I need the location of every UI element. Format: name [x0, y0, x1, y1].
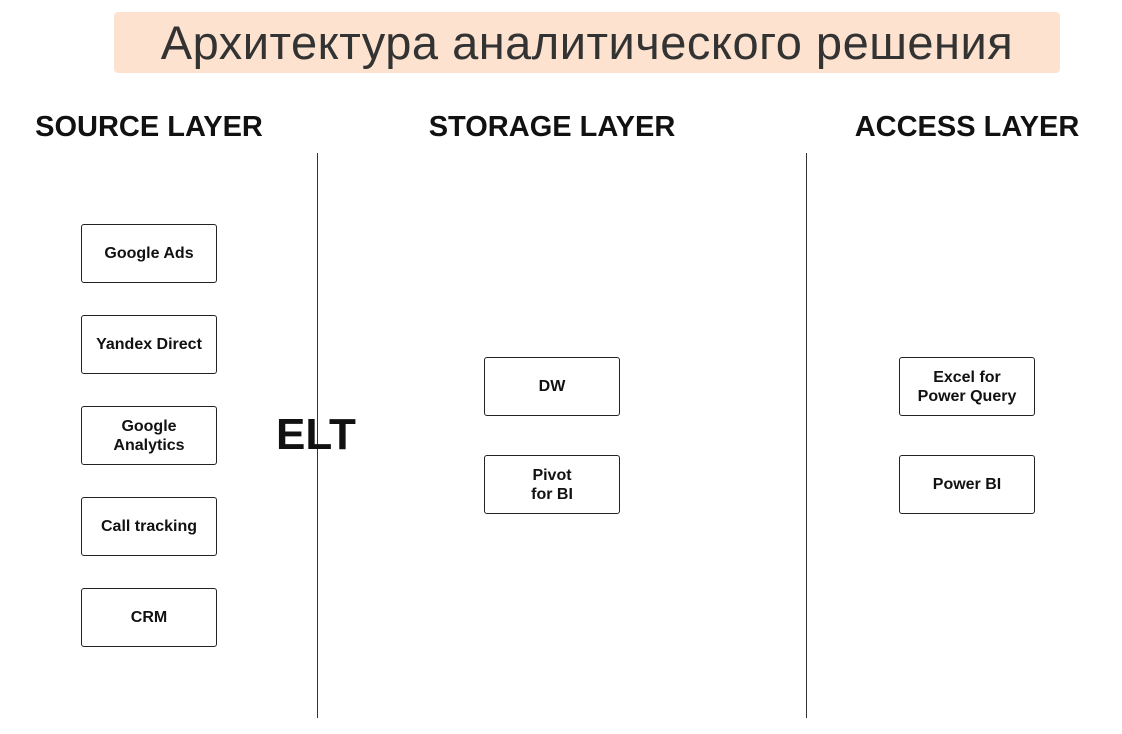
source-node-call-tracking: Call tracking [81, 497, 217, 556]
node-label: Google Ads [104, 245, 194, 262]
storage-layer-heading: STORAGE LAYER [428, 111, 676, 143]
source-node-yandex-direct: Yandex Direct [81, 315, 217, 374]
access-node-excel-power-query: Excel for Power Query [899, 357, 1035, 416]
source-node-crm: CRM [81, 588, 217, 647]
access-layer-heading: ACCESS LAYER [854, 111, 1080, 143]
node-label: Power BI [932, 476, 1002, 493]
page-title: Архитектура аналитического решения [160, 16, 1014, 69]
storage-node-dw: DW [484, 357, 620, 416]
title-banner: Архитектура аналитического решения [114, 12, 1060, 73]
node-label: Pivot for BI [531, 466, 573, 503]
node-label: Excel for Power Query [917, 368, 1017, 405]
source-layer-heading: SOURCE LAYER [35, 111, 263, 143]
node-label: Google Analytics [113, 417, 185, 454]
source-node-google-ads: Google Ads [81, 224, 217, 283]
node-label: Call tracking [100, 518, 198, 535]
node-label: Yandex Direct [96, 336, 202, 353]
storage-node-pivot-for-bi: Pivot for BI [484, 455, 620, 514]
divider-storage-access [806, 153, 807, 718]
source-node-google-analytics: Google Analytics [81, 406, 217, 465]
access-node-power-bi: Power BI [899, 455, 1035, 514]
elt-label: ELT [276, 410, 356, 459]
node-label: CRM [130, 609, 168, 626]
node-label: DW [538, 378, 566, 395]
divider-source-storage [317, 153, 318, 718]
